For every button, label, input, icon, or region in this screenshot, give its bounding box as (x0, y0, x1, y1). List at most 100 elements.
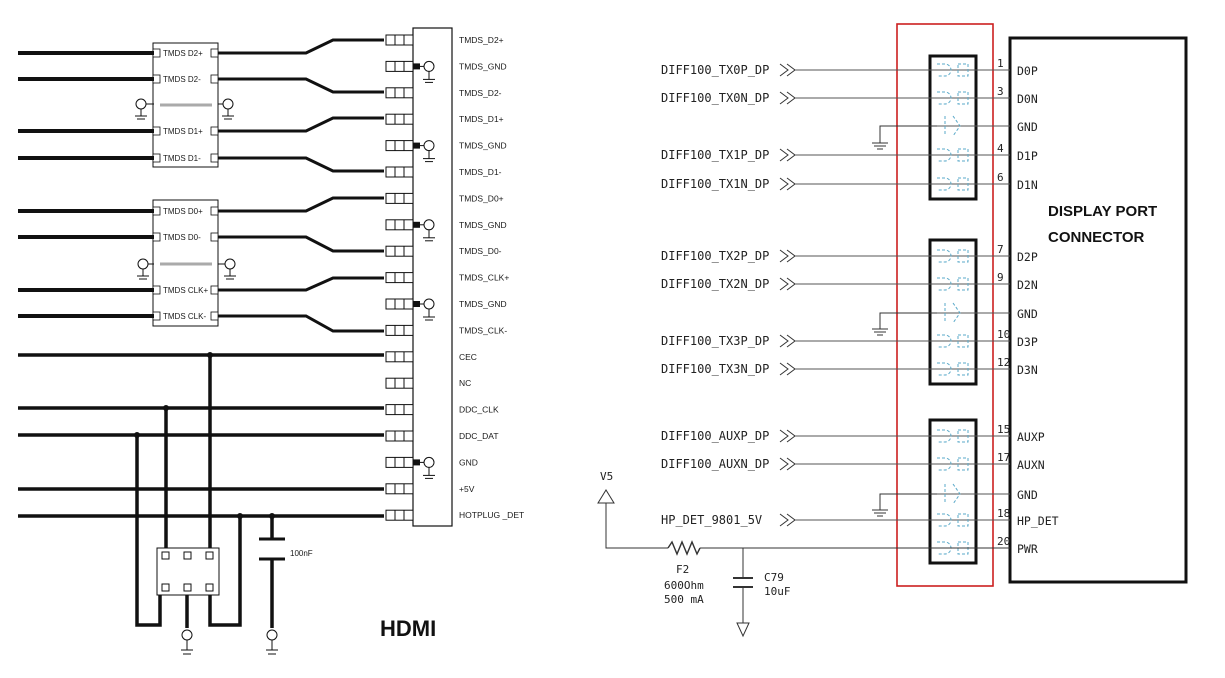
hdmi-pin-pad (385, 324, 414, 336)
hdmi-pin-rows: TMDS_D2+ TMDS_GND TMDS_D2- TMDS_D1+ TMDS_GND… (385, 34, 524, 521)
dp-pin-number: 17 (997, 451, 1010, 464)
esd-pad (152, 232, 161, 242)
dp-pin-name: D0N (1017, 92, 1038, 106)
dp-pin-number: 3 (997, 85, 1004, 98)
dp-net-label: DIFF100_TX2P_DP (661, 249, 769, 263)
dp-pin-name: GND (1017, 120, 1038, 134)
fuse-value-2: 500 mA (664, 593, 704, 606)
hdmi-connector-body (412, 27, 453, 527)
hdmi-pin-label: +5V (459, 484, 475, 494)
fuse-f2 (667, 540, 701, 556)
hdmi-pin-pad (385, 219, 414, 231)
dp-esd-array-2 (928, 238, 978, 386)
tmds-input-traces (18, 51, 154, 318)
esd-pad (210, 126, 219, 136)
control-signal-traces (18, 353, 384, 518)
dp-pin-number: 10 (997, 328, 1010, 341)
dp-pin-number: 7 (997, 243, 1004, 256)
dp-net-label: DIFF100_TX1P_DP (661, 148, 769, 162)
hdmi-pin-pad (385, 60, 414, 72)
c79-ground-symbol (736, 622, 750, 638)
esd-diode-symbol (937, 63, 952, 77)
dp-pin-name: D1P (1017, 149, 1038, 163)
esd-signal-label: TMDS D2+ (163, 49, 203, 58)
dp-pin-name: D1N (1017, 178, 1038, 192)
hdmi-pin-pad (385, 245, 414, 257)
hdmi-pin-pad (385, 351, 414, 363)
dp-pin-name: D2P (1017, 250, 1038, 264)
hdmi-schematic: TMDS_D2+ TMDS_GND TMDS_D2- TMDS_D1+ TMDS_GND… (18, 27, 524, 655)
hdmi-pin-pad (385, 113, 414, 125)
hdmi-pin-pad (385, 509, 414, 521)
esd-signal-label: TMDS CLK- (163, 312, 206, 321)
offpage-arrow (779, 249, 789, 263)
esd-pad (152, 285, 161, 295)
protection-ic-pads (161, 551, 214, 592)
hdmi-pin-label: TMDS_GND (459, 220, 507, 230)
offpage-arrow (779, 91, 789, 105)
esd-chip-bridges (160, 103, 212, 266)
hdmi-pin-pad (385, 140, 414, 152)
hdmi-pin-label: TMDS_GND (459, 141, 507, 151)
esd-ground-symbols (135, 98, 236, 280)
dp-pin-name: D3N (1017, 363, 1038, 377)
junction-dots (134, 352, 275, 519)
hdmi-pin-pad (385, 192, 414, 204)
supply-label: V5 (600, 470, 613, 483)
hdmi-pin-label: TMDS_D2- (459, 88, 502, 98)
esd-signal-label: TMDS D2- (163, 75, 201, 84)
dp-pin-number: 20 (997, 535, 1010, 548)
offpage-arrow (779, 429, 789, 443)
dp-pin-name: D3P (1017, 335, 1038, 349)
offpage-arrow (779, 457, 789, 471)
offpage-arrow (779, 277, 789, 291)
esd-diode-symbol (937, 334, 952, 348)
hdmi-pin-label: TMDS_GND (459, 299, 507, 309)
hdmi-pin-label: TMDS_CLK+ (459, 273, 509, 283)
hdmi-pin-label: CEC (459, 352, 477, 362)
esd-signal-label: TMDS CLK+ (163, 286, 208, 295)
offpage-arrow (779, 513, 789, 527)
esd-pad (152, 74, 161, 84)
dp-pin-name: HP_DET (1017, 514, 1059, 528)
hdmi-pin-pad (385, 87, 414, 99)
esd-signal-label: TMDS D0+ (163, 207, 203, 216)
hdmi-pin-label: TMDS_D2+ (459, 35, 504, 45)
dp-connector-body (1008, 36, 1188, 584)
dp-net-label: DIFF100_AUXN_DP (661, 457, 769, 471)
v5-supply-symbol (597, 489, 615, 504)
tmds-output-traces (218, 38, 384, 333)
connector-ground-symbols (413, 60, 435, 479)
esd-diode-symbol (937, 457, 952, 471)
esd-diode-symbol (937, 513, 952, 527)
esd-highlight-box (896, 23, 994, 587)
esd-pad (210, 74, 219, 84)
esd-signal-label: TMDS D1- (163, 154, 201, 163)
esd-signal-label: TMDS D1+ (163, 127, 203, 136)
dp-net-label: DIFF100_AUXP_DP (661, 429, 769, 443)
hdmi-capacitor-label: 100nF (290, 549, 313, 558)
dp-net-label: DIFF100_TX3P_DP (661, 334, 769, 348)
cap-ref: C79 (764, 571, 784, 584)
hdmi-title: HDMI (380, 616, 436, 641)
hdmi-pin-pad (385, 430, 414, 442)
offpage-arrow (779, 177, 789, 191)
dp-pin-name: GND (1017, 488, 1038, 502)
dp-title-line1: DISPLAY PORT (1048, 203, 1157, 220)
hdmi-pin-label: DDC_DAT (459, 431, 499, 441)
dp-pin-name: D0P (1017, 64, 1038, 78)
hdmi-pin-label: HOTPLUG _DET (459, 510, 524, 520)
esd-chip-labels: TMDS D2+ TMDS D2- TMDS D1+ TMDS D1- TMDS D0+… (152, 48, 219, 321)
esd-diode-symbol (937, 91, 952, 105)
hdmi-pin-pad (385, 272, 414, 284)
dp-power-circuit (597, 489, 1010, 638)
dp-net-label: DIFF100_TX0P_DP (661, 63, 769, 77)
dp-net-label: DIFF100_TX2N_DP (661, 277, 769, 291)
esd-diode-symbol (937, 148, 952, 162)
hdmi-pin-label: TMDS_GND (459, 61, 507, 71)
hdmi-pin-label: TMDS_D1+ (459, 114, 504, 124)
hdmi-pin-label: TMDS_CLK- (459, 325, 507, 335)
dp-net-label: DIFF100_TX3N_DP (661, 362, 769, 376)
